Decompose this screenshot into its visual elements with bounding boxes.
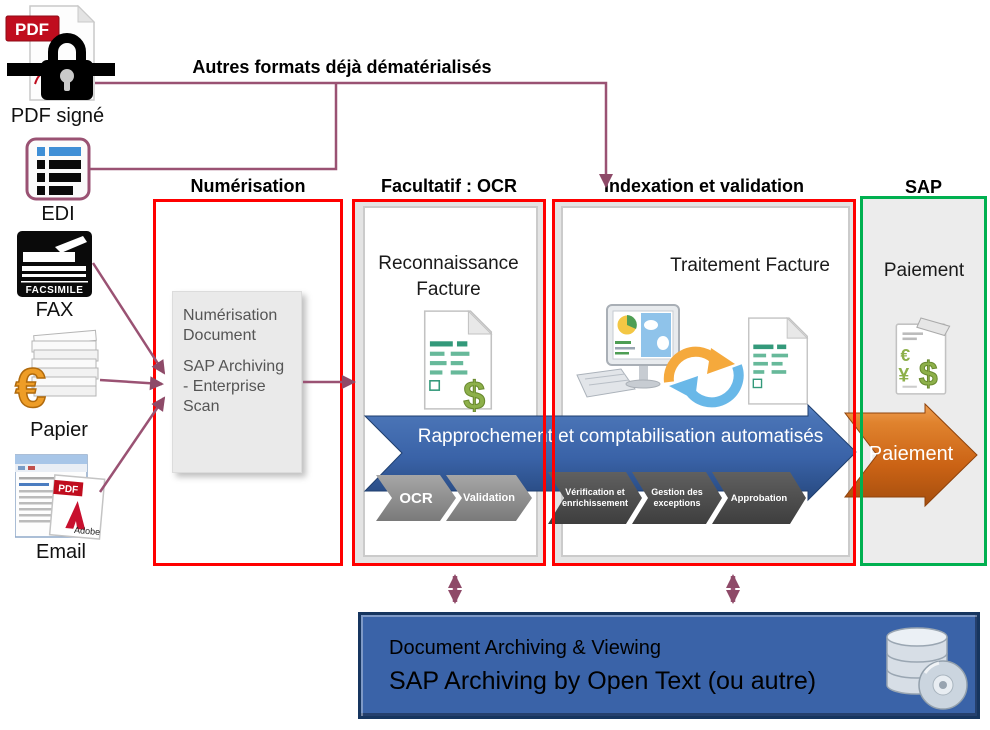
pdf-badge-text: PDF bbox=[15, 20, 49, 39]
payment-arrow bbox=[843, 402, 978, 508]
indexation-box-border bbox=[552, 199, 856, 566]
chevron-verification-label: Vérification et enrichissement bbox=[561, 487, 629, 508]
chevron-exceptions-label: Gestion des exceptions bbox=[651, 487, 703, 508]
source-label-pdf-signe: PDF signé bbox=[10, 105, 105, 127]
chevron-exceptions: Gestion des exceptions bbox=[632, 472, 722, 524]
pdf-signed-icon: PDF bbox=[5, 4, 115, 101]
header-numerisation: Numérisation bbox=[190, 176, 306, 196]
header-sap: SAP bbox=[904, 177, 942, 197]
archive-line2: SAP Archiving by Open Text (ou autre) bbox=[389, 667, 817, 695]
invoice-recognition-icon: $ bbox=[423, 309, 493, 412]
payment-yen-glyph: ¥ bbox=[898, 365, 909, 387]
archive-line1: Document Archiving & Viewing bbox=[389, 637, 661, 659]
source-label-edi: EDI bbox=[41, 203, 75, 225]
source-label-email: Email bbox=[35, 541, 86, 563]
paper-stack-icon: € bbox=[14, 329, 99, 420]
email-pdf-badge-text: PDF bbox=[58, 483, 79, 496]
note-autres-formats: Autres formats déjà dématérialisés bbox=[192, 57, 492, 77]
connector-autres-formats bbox=[95, 81, 613, 188]
indexation-title: Traitement Facture bbox=[670, 255, 830, 276]
header-ocr: Facultatif : OCR bbox=[380, 176, 517, 196]
ocr-box-border bbox=[352, 199, 546, 566]
chevron-ocr-label: OCR bbox=[399, 489, 433, 507]
computer-icon bbox=[576, 304, 680, 398]
email-icon: PDF Adobe bbox=[15, 454, 106, 540]
scan-box-line1: Numérisation Document bbox=[183, 307, 278, 344]
payment-doc-icon: € ¥ $ bbox=[895, 317, 951, 395]
edi-icon bbox=[25, 137, 91, 201]
chevron-validation-label: Validation bbox=[463, 492, 515, 504]
main-arrow-label: Rapprochement et comptabilisation automa… bbox=[417, 426, 824, 447]
numerisation-box-border bbox=[153, 199, 343, 566]
scan-box-line2: SAP Archiving - Enterprise Scan bbox=[183, 358, 285, 415]
source-label-papier: Papier bbox=[30, 419, 88, 441]
archive-box: Document Archiving & Viewing SAP Archivi… bbox=[358, 612, 980, 719]
fax-icon: FACSIMILE bbox=[17, 231, 92, 297]
sap-box-border bbox=[860, 196, 987, 566]
adobe-label-text: Adobe bbox=[74, 525, 101, 537]
source-label-fax: FAX bbox=[35, 299, 74, 321]
payment-euro-glyph: € bbox=[900, 345, 910, 365]
dollar-glyph: $ bbox=[463, 374, 485, 412]
euro-glyph: € bbox=[15, 356, 46, 419]
chevron-approbation-label: Approbation bbox=[730, 492, 788, 504]
ocr-title: Reconnaissance Facture bbox=[378, 253, 519, 300]
connector-edi-branch bbox=[90, 84, 338, 171]
scan-box: Numérisation Document SAP Archiving - En… bbox=[172, 291, 302, 473]
payment-arrow-label: Paiement bbox=[868, 443, 954, 465]
payment-dollar-glyph: $ bbox=[919, 356, 938, 394]
database-icon bbox=[886, 627, 968, 710]
header-indexation: Indexation et validation bbox=[603, 176, 805, 196]
sync-arrows-icon bbox=[663, 346, 744, 408]
invoice-processing-icon bbox=[748, 316, 809, 405]
sap-payment-label: Paiement bbox=[883, 260, 965, 281]
fax-brand-text: FACSIMILE bbox=[26, 285, 84, 296]
